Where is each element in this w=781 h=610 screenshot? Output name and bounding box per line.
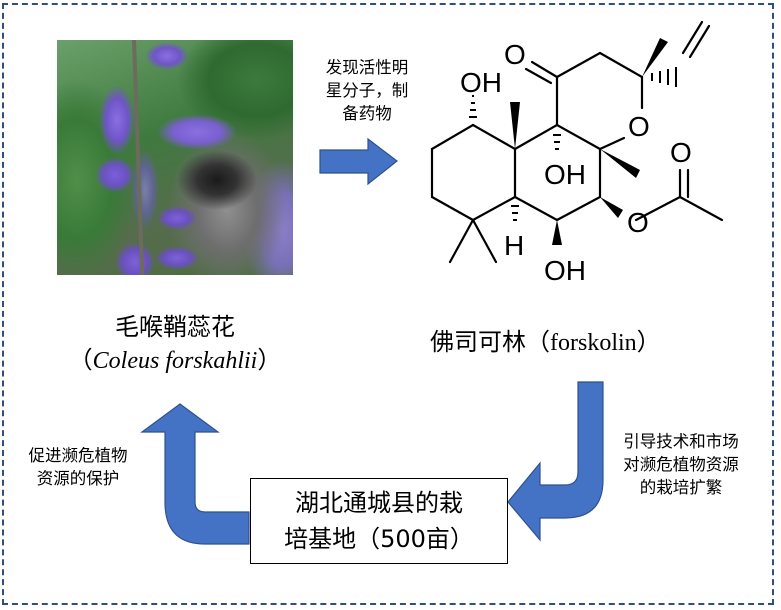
plant-latin-italic: Coleus forskahlii bbox=[92, 348, 258, 374]
plant-latin-name: （Coleus forskahlii） bbox=[30, 344, 320, 377]
right-arrow-label: 引导技术和市场 对濒危植物资源 的栽培扩繁 bbox=[606, 430, 756, 499]
atom-o-ketone: O bbox=[504, 39, 526, 70]
paren-open: （ bbox=[526, 328, 550, 356]
box-line1: 湖北通城县的栽 bbox=[295, 489, 463, 517]
atom-oh-top: OH bbox=[460, 67, 502, 98]
left-arrow-label-line2: 资源的保护 bbox=[36, 469, 120, 488]
right-arrow-icon bbox=[319, 137, 398, 186]
left-arrow-label-line1: 促进濒危植物 bbox=[28, 446, 128, 465]
atom-oh-bottom: OH bbox=[544, 255, 586, 286]
dashed-frame bbox=[2, 3, 774, 605]
cultivation-base-box: 湖北通城县的栽 培基地（500亩） bbox=[250, 478, 508, 564]
plant-stem bbox=[132, 40, 145, 275]
top-arrow-label-line2: 星分子，制 bbox=[325, 81, 409, 100]
forskolin-structure: OH O O OH O O H OH bbox=[430, 20, 724, 286]
atom-oh-middle: OH bbox=[544, 159, 586, 190]
left-arrow-label: 促进濒危植物 资源的保护 bbox=[12, 444, 144, 490]
compound-name-cn: 佛司可林 bbox=[430, 328, 526, 356]
paren-open: （ bbox=[68, 346, 93, 374]
plant-photo bbox=[57, 40, 293, 275]
paren-close: ） bbox=[257, 346, 282, 374]
atom-h-bottom: H bbox=[504, 230, 524, 261]
right-arrow-label-line3: 的栽培扩繁 bbox=[639, 478, 723, 497]
atom-o-ester: O bbox=[627, 207, 649, 238]
compound-name-en: forskolin bbox=[550, 330, 637, 356]
right-arrow-label-line2: 对濒危植物资源 bbox=[623, 455, 739, 474]
atom-o-ring: O bbox=[628, 111, 650, 142]
compound-name: 佛司可林（forskolin） bbox=[430, 326, 730, 359]
atom-o-carbonyl: O bbox=[670, 137, 692, 168]
right-arrow-label-line1: 引导技术和市场 bbox=[623, 432, 739, 451]
plant-name-cn: 毛喉鞘蕊花 bbox=[115, 313, 235, 341]
box-line2: 培基地（500亩） bbox=[284, 525, 474, 553]
paren-close: ） bbox=[636, 328, 661, 356]
up-left-arrow-icon bbox=[140, 403, 250, 545]
down-left-arrow-icon bbox=[507, 381, 604, 542]
top-arrow-label-line3: 备药物 bbox=[342, 104, 392, 123]
top-arrow-label: 发现活性明 星分子，制 备药物 bbox=[306, 56, 428, 125]
top-arrow-label-line1: 发现活性明 bbox=[325, 58, 409, 77]
